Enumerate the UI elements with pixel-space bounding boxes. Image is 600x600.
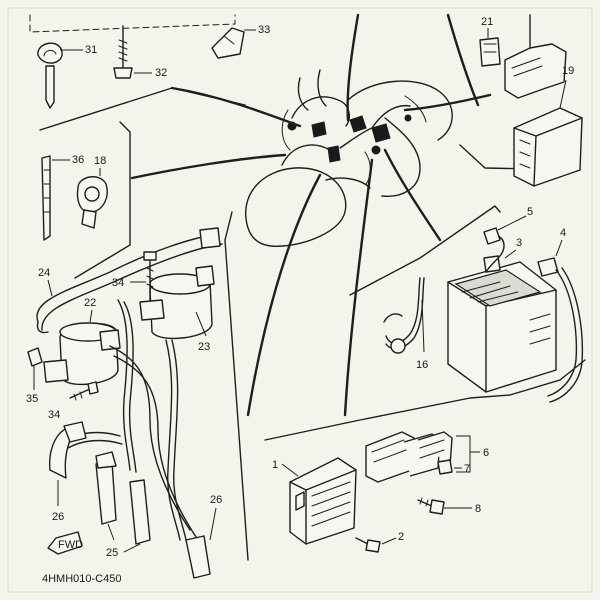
wire-harness-part-24 xyxy=(36,227,223,334)
callout-16: 16 xyxy=(416,359,428,371)
callout-18: 18 xyxy=(94,155,106,167)
fwd-arrow xyxy=(47,531,83,555)
callout-23: 23 xyxy=(198,341,210,353)
callout-32: 32 xyxy=(155,67,167,79)
battery-cable-part-4 xyxy=(537,239,584,403)
callout-21: 21 xyxy=(481,16,493,28)
bolt-part-8 xyxy=(417,497,472,515)
ignition-key-part-31 xyxy=(37,42,83,109)
cable-tie-part-36 xyxy=(41,155,70,241)
fuse-part-7 xyxy=(437,459,462,475)
relay-cluster xyxy=(504,14,567,99)
callout-34-bottom: 34 xyxy=(48,409,60,421)
callout-26-right: 26 xyxy=(210,494,222,506)
clamp-part-18 xyxy=(76,168,108,229)
plug-cap-part-25 xyxy=(95,451,151,553)
callout-7: 7 xyxy=(464,463,470,475)
callout-2: 2 xyxy=(398,531,404,543)
control-unit-part-19 xyxy=(513,79,583,187)
rectifier-part-1 xyxy=(281,457,357,545)
bolt-part-32 xyxy=(113,25,152,79)
lead-part-16 xyxy=(383,277,425,354)
callout-33: 33 xyxy=(258,24,270,36)
callout-4: 4 xyxy=(560,227,566,239)
callout-1: 1 xyxy=(272,459,278,471)
part-code: 4HMH010-C450 xyxy=(42,573,121,585)
callout-34-top: 34 xyxy=(112,277,124,289)
callout-35: 35 xyxy=(26,393,38,405)
ignition-coil-part-23 xyxy=(139,265,215,340)
plug-cap-part-26-right xyxy=(185,507,217,579)
callout-8: 8 xyxy=(475,503,481,515)
callout-19: 19 xyxy=(562,65,574,77)
pointer-lines xyxy=(130,13,492,417)
callout-22: 22 xyxy=(84,297,96,309)
screw-part-2 xyxy=(355,537,397,553)
battery-lead-part-5 xyxy=(483,215,527,273)
page-frame xyxy=(7,7,593,593)
callout-6: 6 xyxy=(483,447,489,459)
holder-part-33 xyxy=(211,27,256,59)
callout-24: 24 xyxy=(38,267,50,279)
fwd-label: FWD xyxy=(58,539,83,551)
ignition-coil-part-22 xyxy=(43,309,121,386)
plug-cap-part-26-left xyxy=(49,421,87,506)
callout-36: 36 xyxy=(72,154,84,166)
callout-5: 5 xyxy=(527,206,533,218)
relay-part-21 xyxy=(479,28,501,67)
grommet-part-35 xyxy=(27,347,43,390)
bolt-part-34-bottom xyxy=(69,381,99,401)
callout-25: 25 xyxy=(106,547,118,559)
callout-31: 31 xyxy=(85,44,97,56)
relay-unit-part-6 xyxy=(365,431,480,483)
callout-26-left: 26 xyxy=(52,511,64,523)
bolt-part-34-top xyxy=(130,251,157,301)
callout-3: 3 xyxy=(516,237,522,249)
